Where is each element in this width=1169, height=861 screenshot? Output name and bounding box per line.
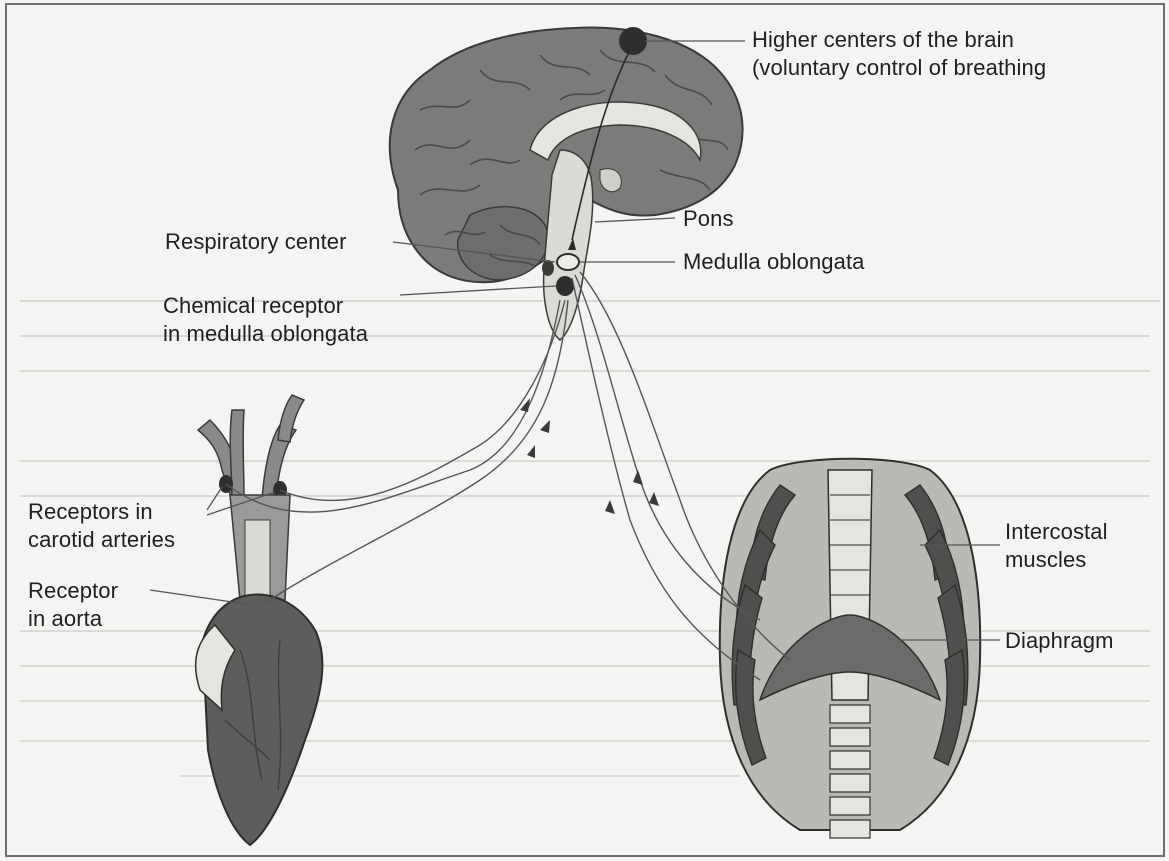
label-receptors-carotid: Receptors in carotid arteries bbox=[28, 498, 175, 554]
nerve-arrows bbox=[520, 398, 659, 514]
label-medulla-oblongata: Medulla oblongata bbox=[683, 248, 865, 276]
heart-and-arteries bbox=[196, 395, 323, 845]
label-intercostal-line2: muscles bbox=[1005, 546, 1108, 574]
label-receptors-carotid-line2: carotid arteries bbox=[28, 526, 175, 554]
label-chemical-receptor: Chemical receptor in medulla oblongata bbox=[163, 292, 368, 348]
label-intercostal: Intercostal muscles bbox=[1005, 518, 1108, 574]
label-receptor-aorta-line2: in aorta bbox=[28, 605, 118, 633]
label-pons: Pons bbox=[683, 205, 734, 233]
label-receptors-carotid-line1: Receptors in bbox=[28, 498, 175, 526]
label-higher-centers: Higher centers of the brain (voluntary c… bbox=[752, 26, 1046, 82]
label-higher-centers-line1: Higher centers of the brain bbox=[752, 26, 1046, 54]
label-respiratory-center: Respiratory center bbox=[165, 228, 347, 256]
label-higher-centers-line2: (voluntary control of breathing bbox=[752, 54, 1046, 82]
label-chemical-receptor-line1: Chemical receptor bbox=[163, 292, 368, 320]
label-chemical-receptor-line2: in medulla oblongata bbox=[163, 320, 368, 348]
label-receptor-aorta: Receptor in aorta bbox=[28, 577, 118, 633]
label-intercostal-line1: Intercostal bbox=[1005, 518, 1108, 546]
ribcage bbox=[720, 459, 980, 838]
label-diaphragm: Diaphragm bbox=[1005, 627, 1114, 655]
label-receptor-aorta-line1: Receptor bbox=[28, 577, 118, 605]
